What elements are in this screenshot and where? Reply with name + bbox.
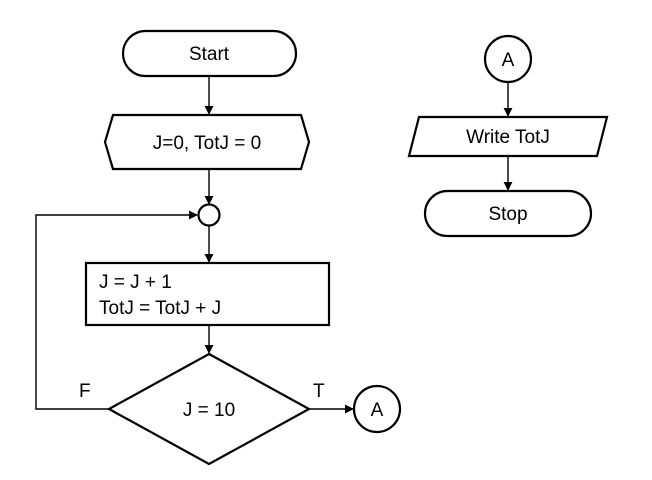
decision-label: J = 10: [183, 400, 235, 421]
connector-a-in: A: [483, 34, 533, 84]
output-label: Write TotJ: [466, 127, 550, 148]
process-box: J = J + 1 TotJ = TotJ + J: [84, 261, 331, 327]
decision-diamond: J = 10: [106, 352, 312, 466]
output-parallelogram: Write TotJ: [407, 115, 609, 158]
start-label: Start: [189, 44, 230, 65]
stop-label: Stop: [488, 204, 527, 225]
init-preparation: J=0, TotJ = 0: [103, 113, 311, 171]
loop-junction: [197, 203, 221, 227]
connector-a-out-label: A: [371, 400, 384, 421]
connector-a-in-label: A: [502, 50, 515, 71]
process-line-1: J = J + 1: [99, 272, 172, 293]
connector-a-out: A: [352, 384, 402, 434]
start-terminator: Start: [121, 29, 298, 78]
false-loop-back-line: [35, 210, 198, 410]
stop-terminator: Stop: [423, 189, 593, 238]
true-branch-label: T: [313, 381, 325, 402]
init-label: J=0, TotJ = 0: [153, 133, 261, 154]
process-line-2: TotJ = TotJ + J: [99, 298, 221, 319]
false-branch-label: F: [79, 381, 91, 402]
